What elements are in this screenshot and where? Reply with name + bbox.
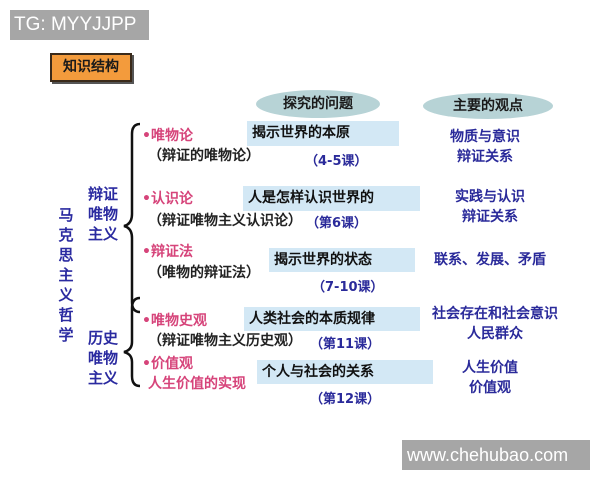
- branch-label-historical-materialism: 历史唯物主义: [87, 329, 118, 387]
- topic-materialism-sub: （辩证的唯物论）: [148, 148, 260, 164]
- lesson-label: （第12课）: [310, 392, 381, 407]
- lesson-label: （7-10课）: [312, 280, 384, 295]
- topic-values: •价值观: [142, 356, 193, 372]
- question-box: 揭示世界的本原: [247, 121, 399, 146]
- root-label: 马克思 主义哲 学: [58, 206, 74, 344]
- lesson-label: （4-5课）: [305, 154, 368, 169]
- topic-epistemology-sub: （辩证唯物主义认识论）: [148, 213, 302, 229]
- header-views: 主要的观点: [423, 93, 553, 119]
- topic-historical-materialism: •唯物史观: [142, 313, 207, 329]
- main-view: 实践与认识辩证关系: [455, 189, 525, 225]
- topic-values-sub: 人生价值的实现: [148, 376, 246, 392]
- question-box: 人类社会的本质规律: [244, 307, 420, 331]
- topic-dialectics-sub: （唯物的辩证法）: [148, 265, 260, 281]
- question-box: 揭示世界的状态: [269, 248, 415, 272]
- topic-historical-materialism-sub: （辩证唯物主义历史观）: [148, 333, 302, 349]
- watermark-bottom: www.chehubao.com: [402, 440, 590, 470]
- lesson-label: （第11课）: [310, 337, 381, 352]
- header-questions: 探究的问题: [256, 90, 380, 118]
- branch-label-dialectical-materialism: 辩证唯物主义: [87, 185, 118, 243]
- main-view: 物质与意识辩证关系: [450, 129, 520, 165]
- main-view: 人生价值价值观: [462, 360, 518, 396]
- watermark-top: TG: MYYJJPP: [10, 10, 149, 40]
- brace-icon: [123, 122, 141, 388]
- knowledge-structure-title: 知识结构: [50, 53, 132, 82]
- question-box: 个人与社会的关系: [257, 360, 433, 384]
- topic-materialism: •唯物论: [142, 128, 193, 144]
- topic-epistemology: •认识论: [142, 191, 193, 207]
- question-box: 人是怎样认识世界的: [243, 186, 420, 211]
- topic-dialectics: •辩证法: [142, 244, 193, 260]
- main-view: 联系、发展、矛盾: [434, 252, 546, 268]
- main-view: 社会存在和社会意识人民群众: [432, 306, 558, 342]
- lesson-label: （第6课）: [306, 216, 368, 231]
